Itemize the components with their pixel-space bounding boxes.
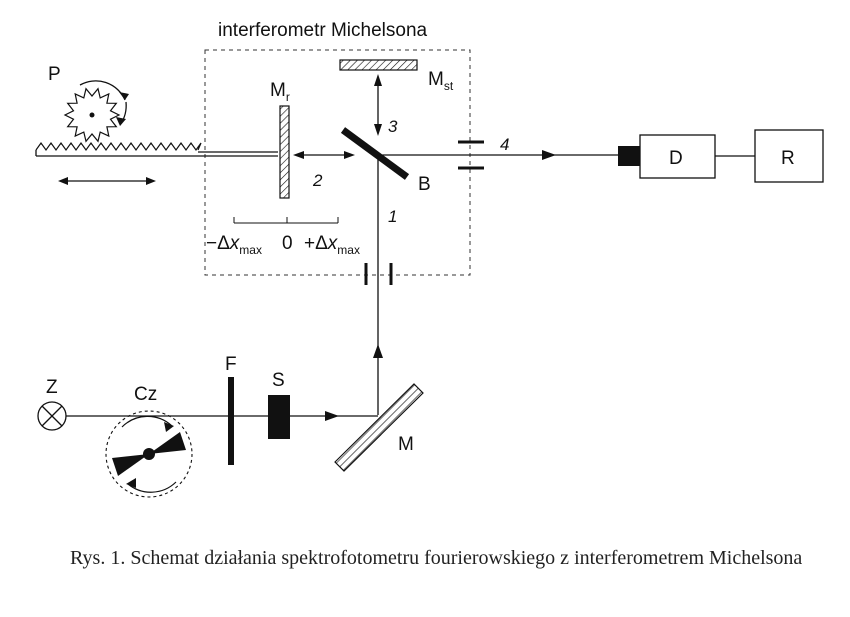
displacement-scale [233,217,339,224]
label-cz: Cz [134,384,157,405]
detector-window [618,146,640,166]
rack [35,141,278,157]
source-beam-arrow [325,411,339,421]
recorder-r [754,129,824,183]
path-number-4: 4 [500,135,509,154]
sample-s [268,395,290,439]
scale-neg-label: −Δxmax [206,233,262,257]
scale-zero-label: 0 [282,233,293,254]
interferometer-box [204,49,471,276]
label-mr: Mr [270,80,290,104]
label-f: F [225,354,237,375]
chopper-cz [105,410,193,498]
box-title: interferometr Michelsona [218,20,428,41]
aperture-1 [364,263,393,285]
gear-p [63,80,129,143]
source-z [37,401,67,431]
label-r: R [781,148,795,169]
path-number-1: 1 [388,207,397,226]
label-p: P [48,64,61,85]
label-m: M [398,434,414,455]
label-z: Z [46,377,58,398]
beam-1-arrow [373,344,383,358]
label-d: D [669,148,683,169]
path-number-3: 3 [388,117,398,136]
path-number-2: 2 [312,171,323,190]
aperture-4 [458,140,484,170]
beam-arm-3 [374,74,382,136]
beam-splitter-b [340,127,410,180]
rack-motion-arrow [58,177,156,185]
detector-d [639,134,716,179]
figure-caption: Rys. 1. Schemat działania spektrofotomet… [70,547,803,569]
filter-f [228,377,234,465]
stationary-mirror-mst [339,59,418,71]
label-b: B [418,174,431,195]
mirror-m [334,383,424,472]
label-mst: Mst [428,69,454,93]
movable-mirror-mr [279,105,290,199]
beam-4-arrow [542,150,556,160]
beam-arm-2 [293,151,355,159]
label-s: S [272,370,285,391]
scale-pos-label: +Δxmax [304,233,360,257]
